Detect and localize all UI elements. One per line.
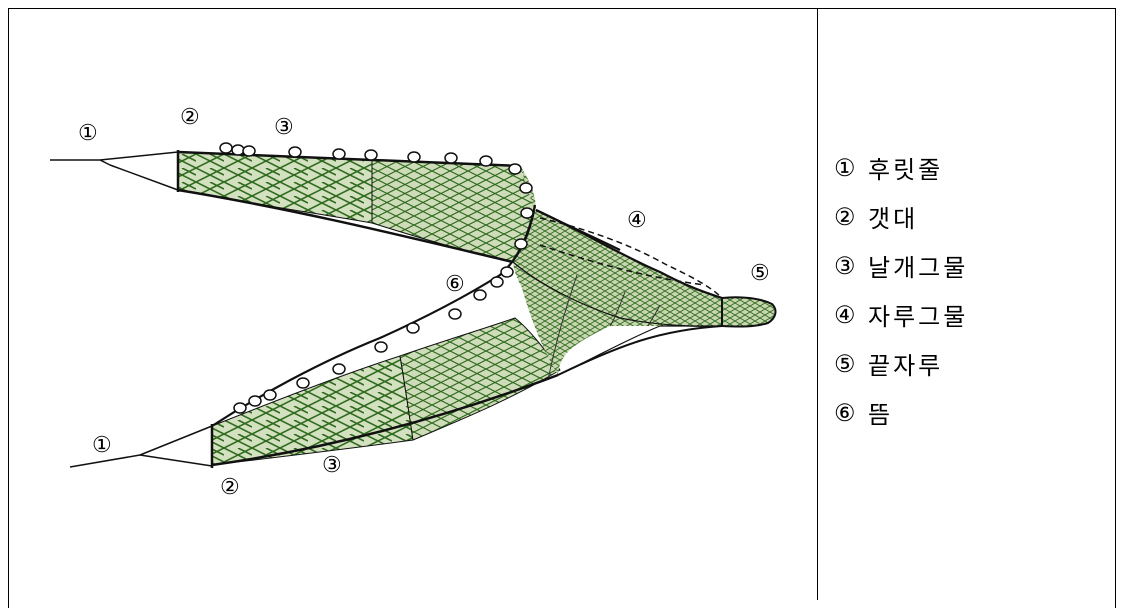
bag-net	[211, 166, 723, 427]
legend-num: ⑥	[834, 398, 856, 427]
legend-item-2: ② 갯대	[834, 192, 968, 241]
legend-item-5: ⑤ 끝자루	[834, 339, 968, 388]
upper-footrope	[177, 188, 514, 264]
legend-num: ②	[834, 202, 856, 231]
codend-net	[721, 296, 777, 328]
callout-6: ⑥	[445, 272, 465, 297]
legend-item-4: ④ 자루그물	[834, 290, 968, 339]
lower-wing-net	[211, 317, 561, 466]
callout-5: ⑤	[750, 261, 770, 286]
callout-3-top: ③	[274, 115, 294, 140]
callout-2-top: ②	[180, 105, 200, 130]
upper-bag-edge	[535, 209, 621, 251]
legend-num: ③	[834, 251, 856, 280]
legend-text: 자루그물	[868, 303, 969, 331]
legend-divider	[817, 8, 818, 600]
legend-text: 후릿줄	[868, 156, 944, 184]
floats	[219, 142, 534, 414]
lower-sweep-line	[69, 424, 214, 468]
legend-num: ⑤	[834, 349, 856, 378]
legend-num: ①	[834, 153, 856, 182]
callout-1-bottom: ①	[92, 433, 112, 458]
legend-text: 갯대	[868, 205, 919, 233]
callout-1-top: ①	[78, 121, 98, 146]
legend-item-1: ① 후릿줄	[834, 143, 968, 192]
legend-text: 끝자루	[868, 352, 944, 380]
legend-text: 뜸	[868, 401, 894, 429]
legend-num: ④	[834, 300, 856, 329]
upper-sweep-line	[50, 150, 180, 192]
upper-wing-net	[177, 151, 536, 263]
callout-3-bottom: ③	[322, 453, 342, 478]
legend-item-3: ③ 날개그물	[834, 241, 968, 290]
figure-frame	[8, 8, 1116, 608]
lower-bag-edge	[557, 325, 723, 376]
legend-text: 날개그물	[868, 254, 969, 282]
upper-headline	[177, 150, 521, 168]
callout-4: ④	[627, 208, 647, 233]
lower-footrope	[211, 373, 559, 467]
callout-2-bottom: ②	[220, 475, 240, 500]
